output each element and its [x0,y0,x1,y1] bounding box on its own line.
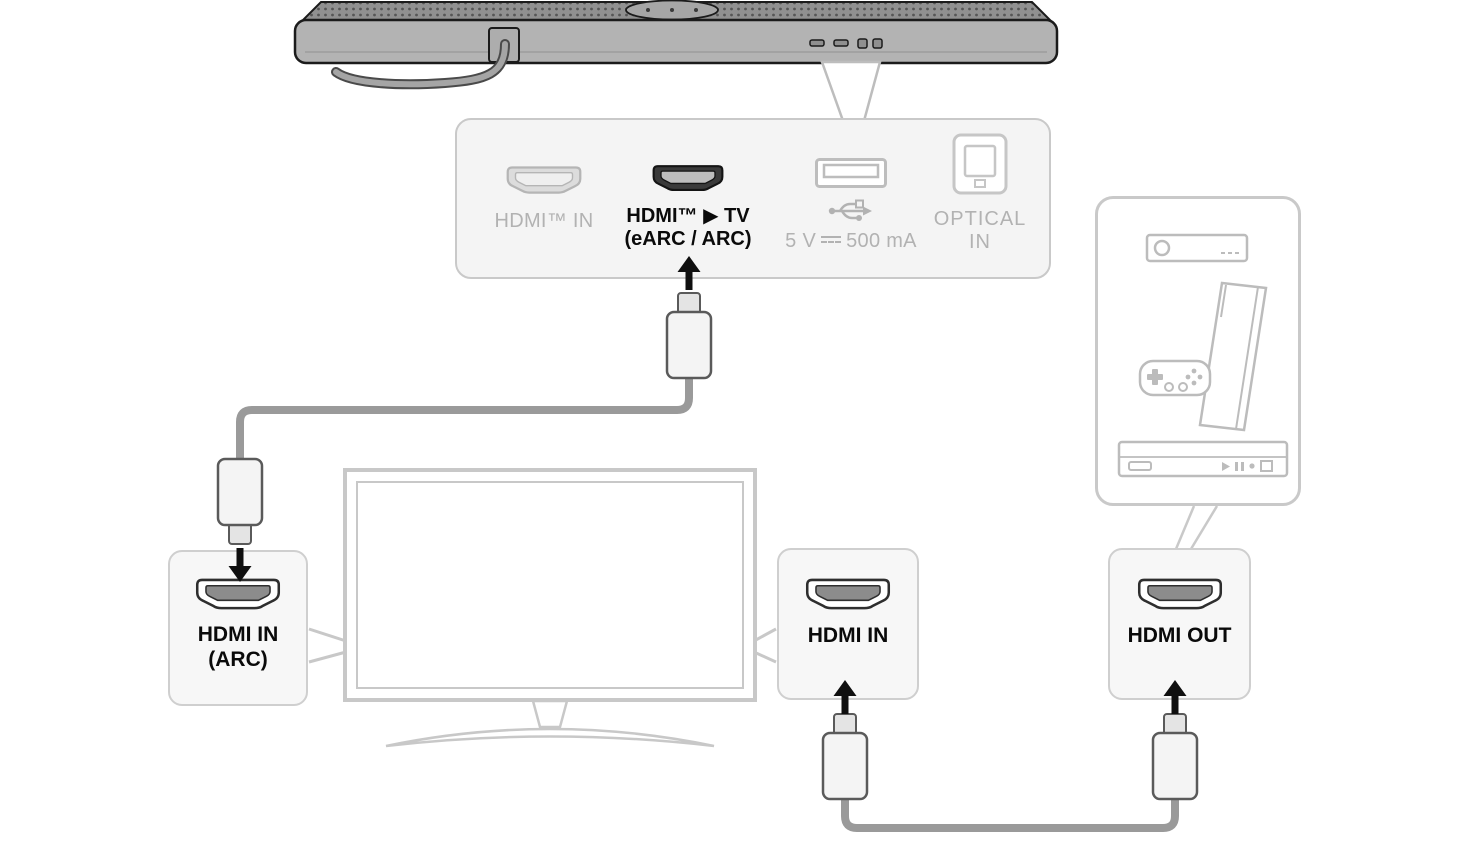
hdmi-in-arc-sublabel: (ARC) [208,648,268,671]
tv-port-leads [308,627,777,664]
hdmi-port-icon [805,578,891,610]
soundbar-body [293,18,1059,65]
port-hdmi-tv-arc: HDMI™ ▶ TV (eARC / ARC) [608,164,768,251]
rear-ports-panel: HDMI™ IN HDMI™ ▶ TV (eARC / ARC) [455,118,1051,279]
device-hdmi-out-port-box: HDMI OUT [1108,548,1251,700]
hdmi-port-icon [195,578,281,610]
hdmi-port-icon [506,166,582,194]
soundbar [293,0,1059,90]
usb-trident-icon [828,199,872,221]
control-button-icon [670,8,674,12]
hdmi-port-icon [1137,578,1222,610]
external-devices-box [1095,196,1301,506]
tv-hdmi-in-port-box: HDMI IN [777,548,919,700]
port-optical-sublabel: IN [969,231,991,253]
port-hdmi-tv-sublabel: (eARC / ARC) [624,228,752,250]
control-button-icon [694,8,698,12]
usb-power-label: 5 V 500 mA [771,230,931,253]
hdmi-port-icon [652,165,724,192]
tv-stand-base [385,727,715,748]
set-top-box-icon [1145,233,1249,263]
dc-symbol-icon [821,236,842,244]
device-port-leads [1174,505,1219,550]
gamepad-icon [1138,359,1212,397]
hdmi-in-label: HDMI IN [807,624,889,647]
tv-screen [356,481,744,689]
usb-voltage-text: 5 V [785,230,817,252]
control-button-icon [646,8,650,12]
tv-stand-neck [531,699,569,729]
tv-hdmi-in-arc-port-box: HDMI IN (ARC) [168,550,308,706]
port-optical-in: OPTICAL IN [900,133,1060,254]
hdmi-out-label: HDMI OUT [1127,624,1232,647]
port-hdmi-tv-label: HDMI™ ▶ TV [626,205,750,227]
soundbar-rear-ports [809,38,883,49]
optical-port-icon [952,133,1008,195]
bluray-player-icon [1117,440,1289,478]
port-hdmi-in-label: HDMI™ IN [494,210,594,232]
port-usb: 5 V 500 mA [771,158,931,253]
hdmi-in-arc-label: HDMI IN [197,623,279,646]
external-devices-icons [1117,233,1289,478]
usb-current-text: 500 mA [846,230,917,252]
port-hdmi-in: HDMI™ IN [464,165,624,233]
port-optical-label: OPTICAL [933,208,1027,230]
tv [343,468,757,748]
game-console-icon [1198,281,1268,432]
power-cord [331,27,520,90]
usb-port-icon [815,158,887,188]
